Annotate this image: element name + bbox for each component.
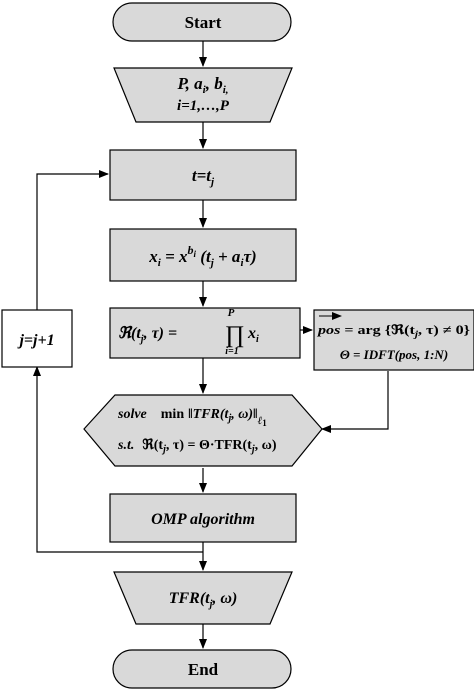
omp-node: OMP algorithm	[109, 493, 297, 543]
input-params: P, ai, bi,	[176, 74, 228, 96]
product-node: ℜ(tj, τ) = ∏ P i=1 xi	[109, 307, 301, 359]
input-node: P, ai, bi, i=1,…,P	[113, 67, 293, 123]
omp-label: OMP algorithm	[151, 511, 255, 528]
product-symbol: ∏	[225, 322, 245, 348]
input-range: i=1,…,P	[177, 98, 230, 114]
loop-increment-to-assign	[36, 170, 109, 310]
arrow-pos-to-solve	[321, 371, 389, 433]
connectors	[33, 41, 389, 649]
product-term: xi	[247, 325, 259, 345]
assign-t-node: t=tj	[109, 149, 297, 201]
assign-t-label: t=tj	[192, 166, 215, 188]
start-label: Start	[185, 13, 222, 32]
increment-label: j=j+1	[16, 332, 54, 349]
end-node: End	[112, 649, 292, 689]
product-upper-limit: P	[228, 307, 235, 319]
solve-constraint: s.t.ℜ(tj, τ) = Θ·TFR(tj, ω)	[117, 438, 277, 455]
product-lower-limit: i=1	[225, 346, 238, 357]
compute-x-node: xi = xbi (tj + aiτ)	[109, 228, 297, 282]
product-lhs: ℜ(tj, τ) =	[118, 325, 177, 345]
increment-node: j=j+1	[1, 309, 73, 368]
theta-formula: Θ = IDFT(pos, 1:N)	[340, 347, 448, 362]
start-node: Start	[112, 2, 292, 42]
end-label: End	[188, 660, 219, 679]
loop-omp-to-increment	[33, 366, 203, 553]
compute-x-label: xi = xbi (tj + aiτ)	[148, 243, 256, 269]
output-label: TFR(tj, ω)	[169, 590, 238, 610]
output-node: TFR(tj, ω)	[113, 571, 293, 625]
